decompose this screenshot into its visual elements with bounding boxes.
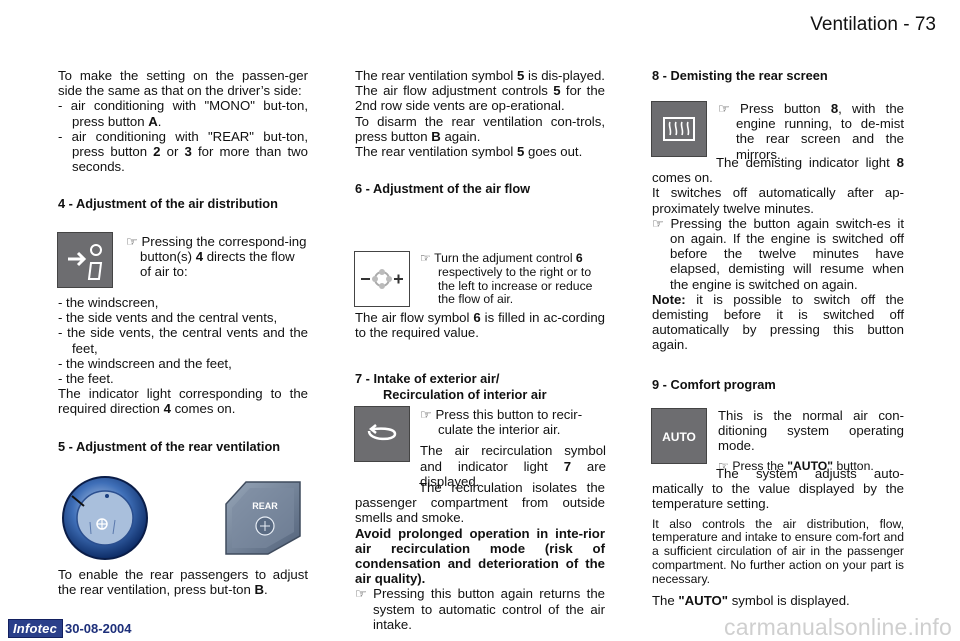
footer-date: 30-08-2004 <box>65 620 132 636</box>
rear-button-icon: REAR <box>222 478 304 556</box>
normal-mode-text: This is the normal air con-ditioning sys… <box>718 408 904 454</box>
bullet-icon: ☞ <box>355 586 367 602</box>
bullet-icon: ☞ <box>420 407 432 422</box>
mono-instruction: - air conditioning with "MONO" but-ton, … <box>58 98 308 129</box>
section-5-heading: 5 - Adjustment of the rear ventilation <box>58 438 281 454</box>
section-6-heading: 6 - Adjustment of the air flow <box>355 181 531 197</box>
avoid-warning: Avoid prolonged operation in inte-rior a… <box>355 525 605 587</box>
distribution-list: - the windscreen, - the side vents and t… <box>58 295 308 454</box>
watermark: carmanualsonline.info <box>724 614 952 640</box>
fan-control-icon <box>354 251 410 307</box>
flow-text: ☞ Turn the adjument control 6 respective… <box>420 251 593 307</box>
controls-text: The air flow adjustment controls 5 for t… <box>355 83 605 114</box>
section-8-heading-wrap: 8 - Demisting the rear screen <box>652 68 904 83</box>
column-1: To make the setting on the passen-ger si… <box>58 68 308 212</box>
section-4-heading: 4 - Adjustment of the air distribution <box>58 196 278 212</box>
auto-symbol-text: The "AUTO" symbol is displayed. <box>652 592 850 608</box>
demist-more: The demisting indicator light 8 comes on… <box>652 155 904 392</box>
bullet-icon: ☞ <box>652 215 664 231</box>
section-9-heading: 9 - Comfort program <box>652 376 776 392</box>
fill-text: The air flow symbol 6 is filled in ac-co… <box>355 310 605 341</box>
list-item: - the windscreen, <box>58 295 159 310</box>
adjust-text: The system adjusts auto-matically to the… <box>652 466 904 512</box>
distribution-text: ☞ Pressing the correspond-ing button(s) … <box>126 234 307 280</box>
section-8-heading: 8 - Demisting the rear screen <box>652 68 828 83</box>
rear-ventilation-knob-icon <box>60 474 150 560</box>
note-text: Note: it is possible to switch off the d… <box>652 291 904 353</box>
auto-return-text: ☞ Pressing this button again returns the… <box>355 586 605 632</box>
rear-instruction: - air conditioning with "REAR" but-ton, … <box>58 128 308 175</box>
list-item: - the side vents and the central vents, <box>58 310 278 326</box>
list-item: - the feet. <box>58 371 114 387</box>
disarm-text: To disarm the rear ventilation con-trols… <box>355 113 605 144</box>
comfort-text: This is the normal air con-ditioning sys… <box>718 408 904 473</box>
column-2: The rear ventilation symbol 5 is dis-pla… <box>355 68 605 196</box>
infotec-logo: Infotec <box>8 618 64 638</box>
air-distribution-icon <box>57 232 113 288</box>
press-again-text: ☞ Pressing the button again switch-es it… <box>652 215 904 292</box>
rear-symbol-text: The rear ventilation symbol 5 is dis-pla… <box>355 68 605 83</box>
bullet-icon: ☞ <box>718 101 730 116</box>
isolate-text: The recirculation isolates the passenger… <box>355 480 605 526</box>
fill-text-block: The air flow symbol 6 is filled in ac-co… <box>355 310 605 402</box>
rear-demist-icon <box>651 101 707 157</box>
recirc-more: The recirculation isolates the passenger… <box>355 480 605 632</box>
recirc-text: ☞ Press this button to recir-culate the … <box>420 407 606 489</box>
intro-text: To make the setting on the passen-ger si… <box>58 68 308 99</box>
demist-text: ☞ Press button 8, with the engine runnin… <box>718 101 905 162</box>
indicator-text: The indicator light corresponding to the… <box>58 386 308 417</box>
bullet-icon: ☞ <box>420 251 431 265</box>
rear-button-label: REAR <box>252 501 278 511</box>
list-item: - the side vents, the central vents and … <box>58 325 308 356</box>
recirculation-icon <box>354 406 410 462</box>
bullet-icon: ☞ <box>126 234 138 249</box>
demist-indicator-text: The demisting indicator light 8 comes on… <box>652 155 904 186</box>
auto-button-icon: AUTO <box>651 408 707 464</box>
section-7-heading: 7 - Intake of exterior air/ <box>355 371 500 387</box>
symbol-out-text: The rear ventilation symbol 5 goes out. <box>355 144 583 160</box>
switch-off-text: It switches off automatically after ap-p… <box>652 185 904 216</box>
auto-button-label: AUTO <box>662 430 696 444</box>
section-7-heading-line2: Recirculation of interior air <box>383 386 547 402</box>
recirc-symbol-text: The air recirculation symbol and indicat… <box>420 443 606 489</box>
enable-rear-text: To enable the rear passengers to adjust … <box>58 567 308 598</box>
press-auto-text: ☞ Press the "AUTO" button. <box>718 458 874 473</box>
controls-all-text: It also controls the air distribution, f… <box>652 516 904 586</box>
bullet-icon: ☞ <box>718 458 729 473</box>
list-item: - the windscreen and the feet, <box>58 355 232 371</box>
comfort-more: The system adjusts auto-matically to the… <box>652 466 904 608</box>
page-footer: Infotec 30-08-2004 <box>8 618 132 638</box>
page-header: Ventilation - 73 <box>810 14 936 35</box>
